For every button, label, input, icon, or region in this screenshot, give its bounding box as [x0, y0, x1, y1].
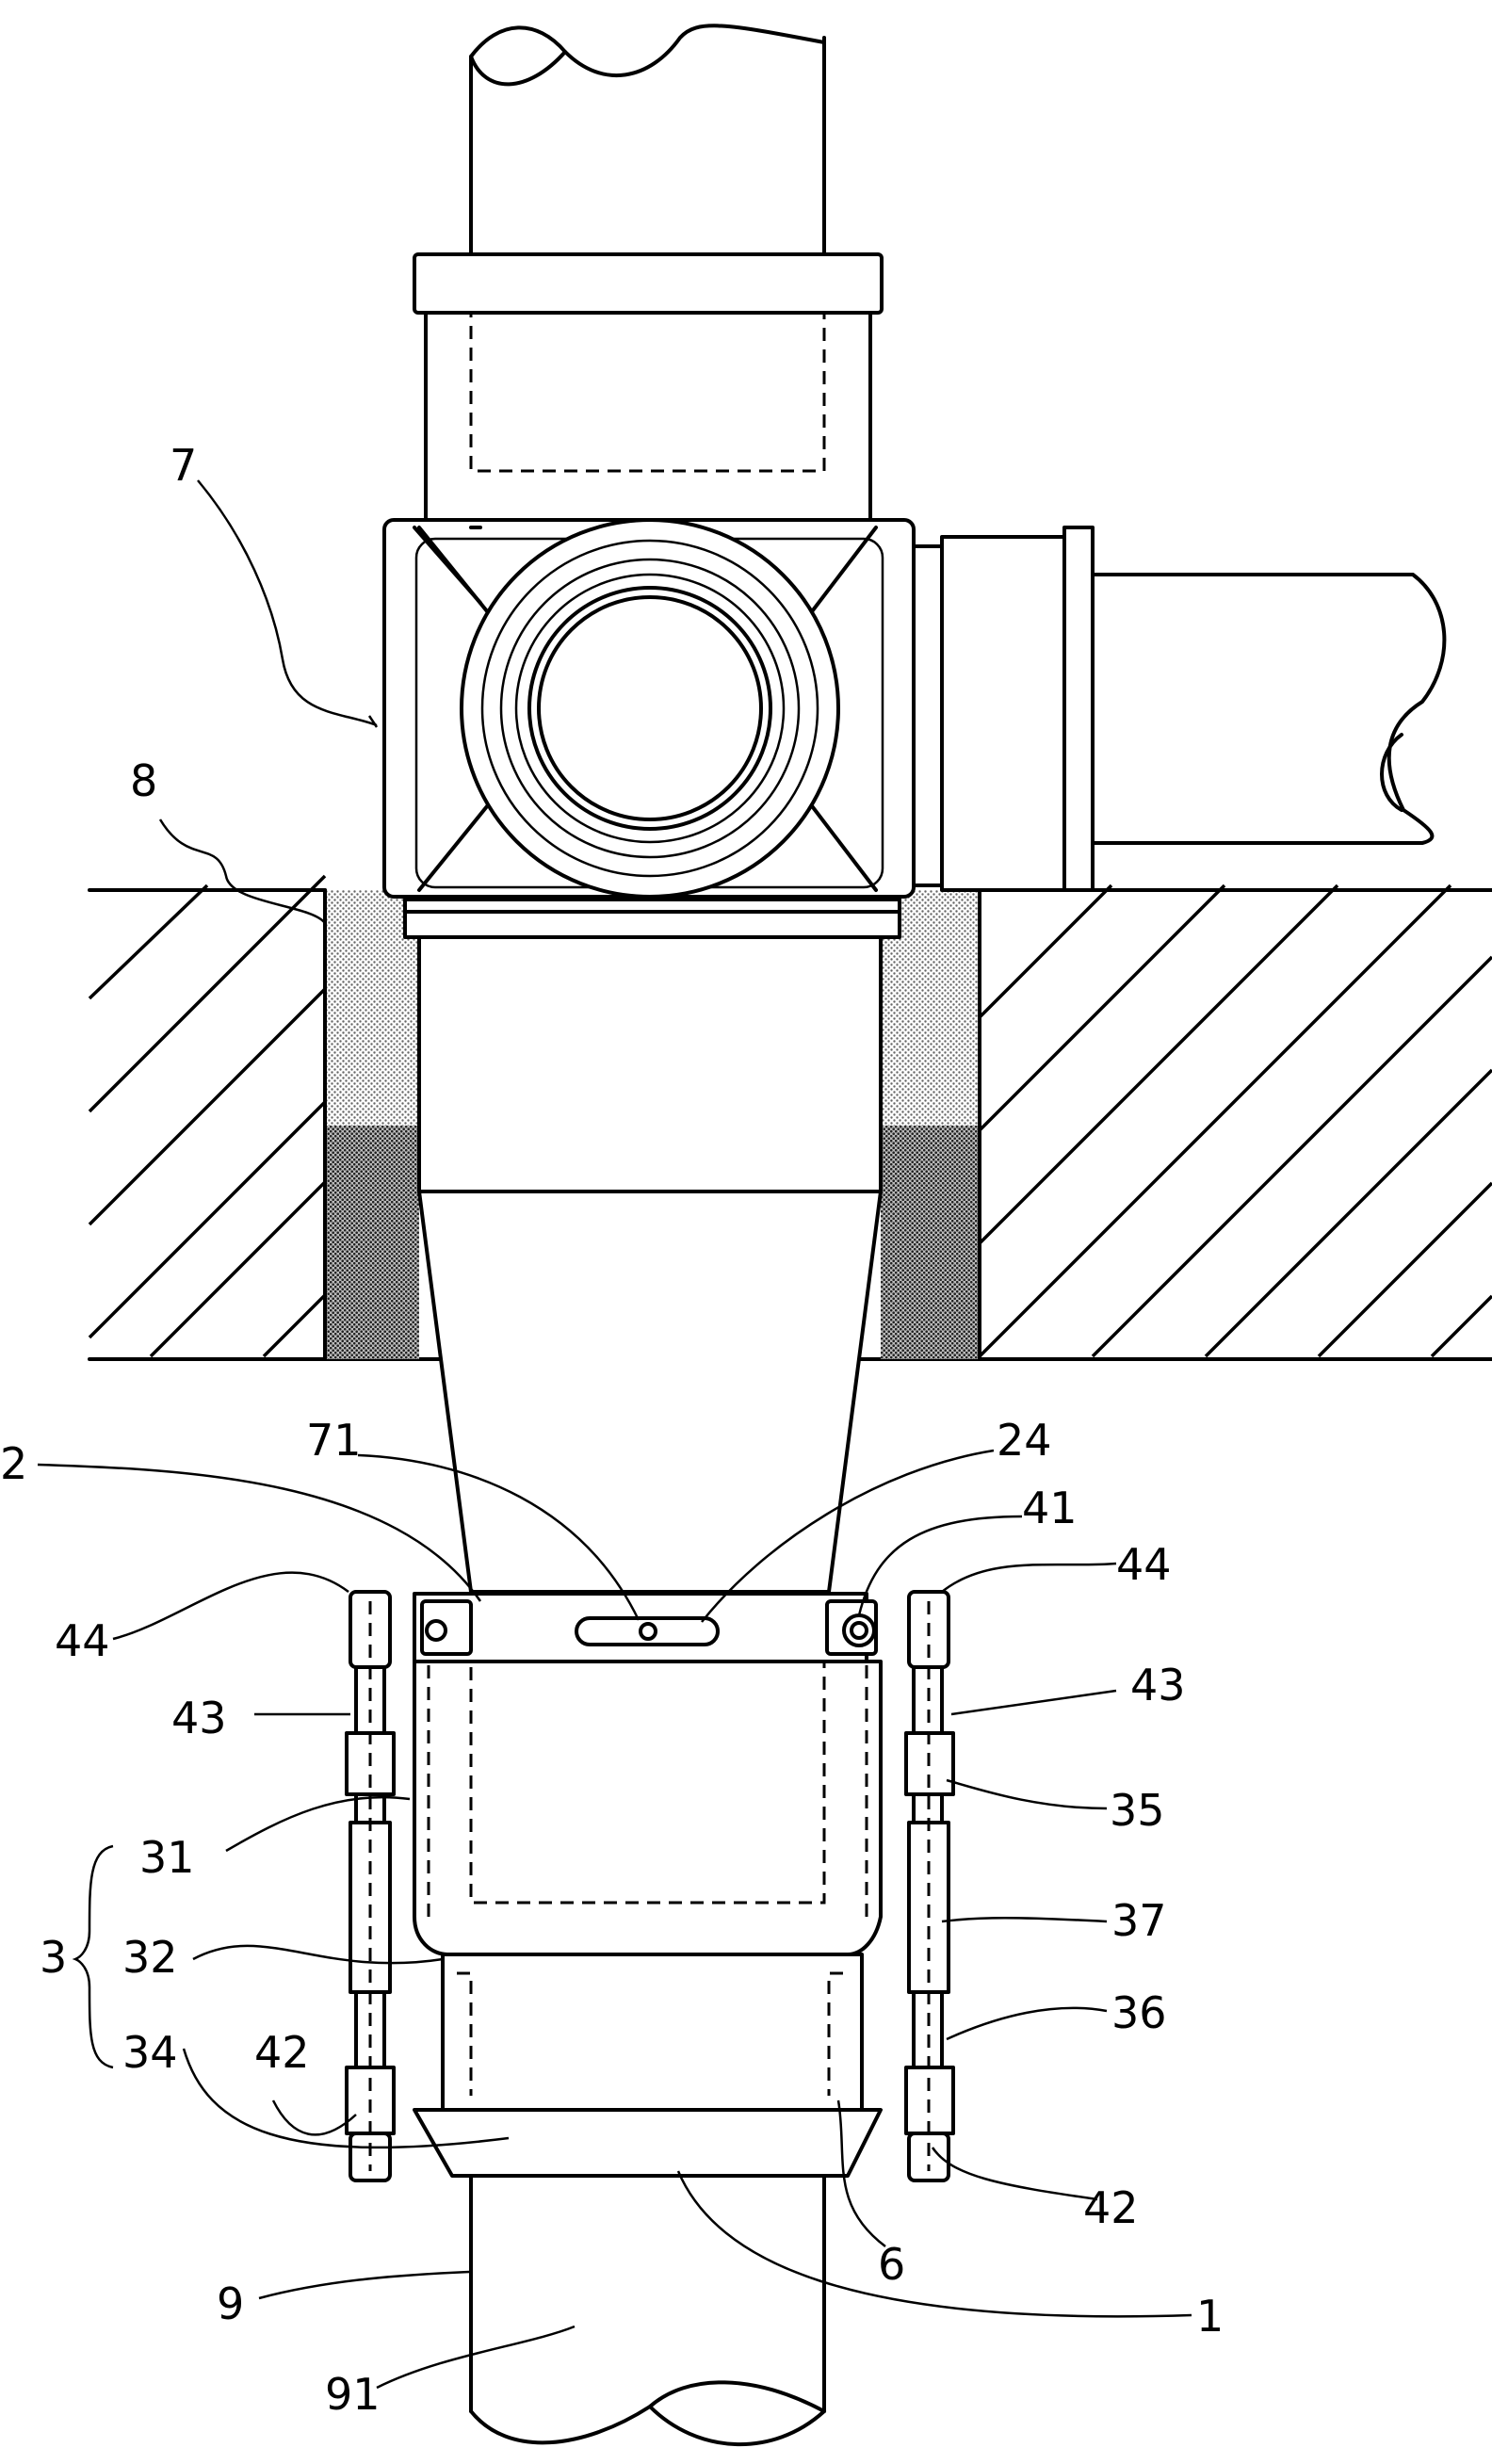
label-44-left: 44: [55, 1615, 110, 1666]
joint-fitting: [382, 252, 916, 939]
floor-hatch-left: [88, 874, 327, 1358]
label-2: 2: [0, 1438, 27, 1489]
label-91: 91: [325, 2369, 381, 2420]
label-42-right: 42: [1083, 2182, 1139, 2233]
label-34: 34: [122, 2027, 178, 2078]
label-37: 37: [1111, 1895, 1167, 1946]
lower-pipe: [469, 2176, 826, 2446]
upper-pipe: [469, 24, 826, 256]
inner-sleeve: [413, 1953, 883, 2178]
label-24: 24: [997, 1415, 1052, 1466]
floor-hatch-right: [978, 883, 1492, 1358]
label-42-left: 42: [254, 2027, 310, 2078]
reducer: [417, 935, 883, 1594]
label-35: 35: [1110, 1785, 1165, 1836]
label-43-right: 43: [1130, 1660, 1186, 1710]
label-1: 1: [1196, 2291, 1224, 2342]
band-ring: [413, 1592, 878, 1663]
label-31: 31: [139, 1832, 195, 1883]
label-8: 8: [130, 755, 157, 806]
brace-3: [72, 1844, 114, 2069]
label-43-left: 43: [171, 1693, 227, 1743]
label-36: 36: [1111, 1987, 1167, 2038]
label-6: 6: [878, 2239, 905, 2290]
label-44-right: 44: [1116, 1539, 1172, 1590]
side-branch-pipe: [912, 526, 1447, 892]
label-7: 7: [170, 440, 197, 491]
label-71: 71: [306, 1415, 362, 1466]
label-9: 9: [217, 2278, 244, 2329]
label-3: 3: [40, 1932, 67, 1983]
label-32: 32: [122, 1932, 178, 1983]
leader-lines: [37, 479, 1192, 2390]
label-41: 41: [1022, 1483, 1078, 1533]
outer-sleeve: [413, 1660, 883, 1956]
bolts: [345, 1590, 955, 2182]
labels: 7 8 2 71 24 41 44 44 43 43 35 31 3 32 34…: [0, 440, 1224, 2420]
